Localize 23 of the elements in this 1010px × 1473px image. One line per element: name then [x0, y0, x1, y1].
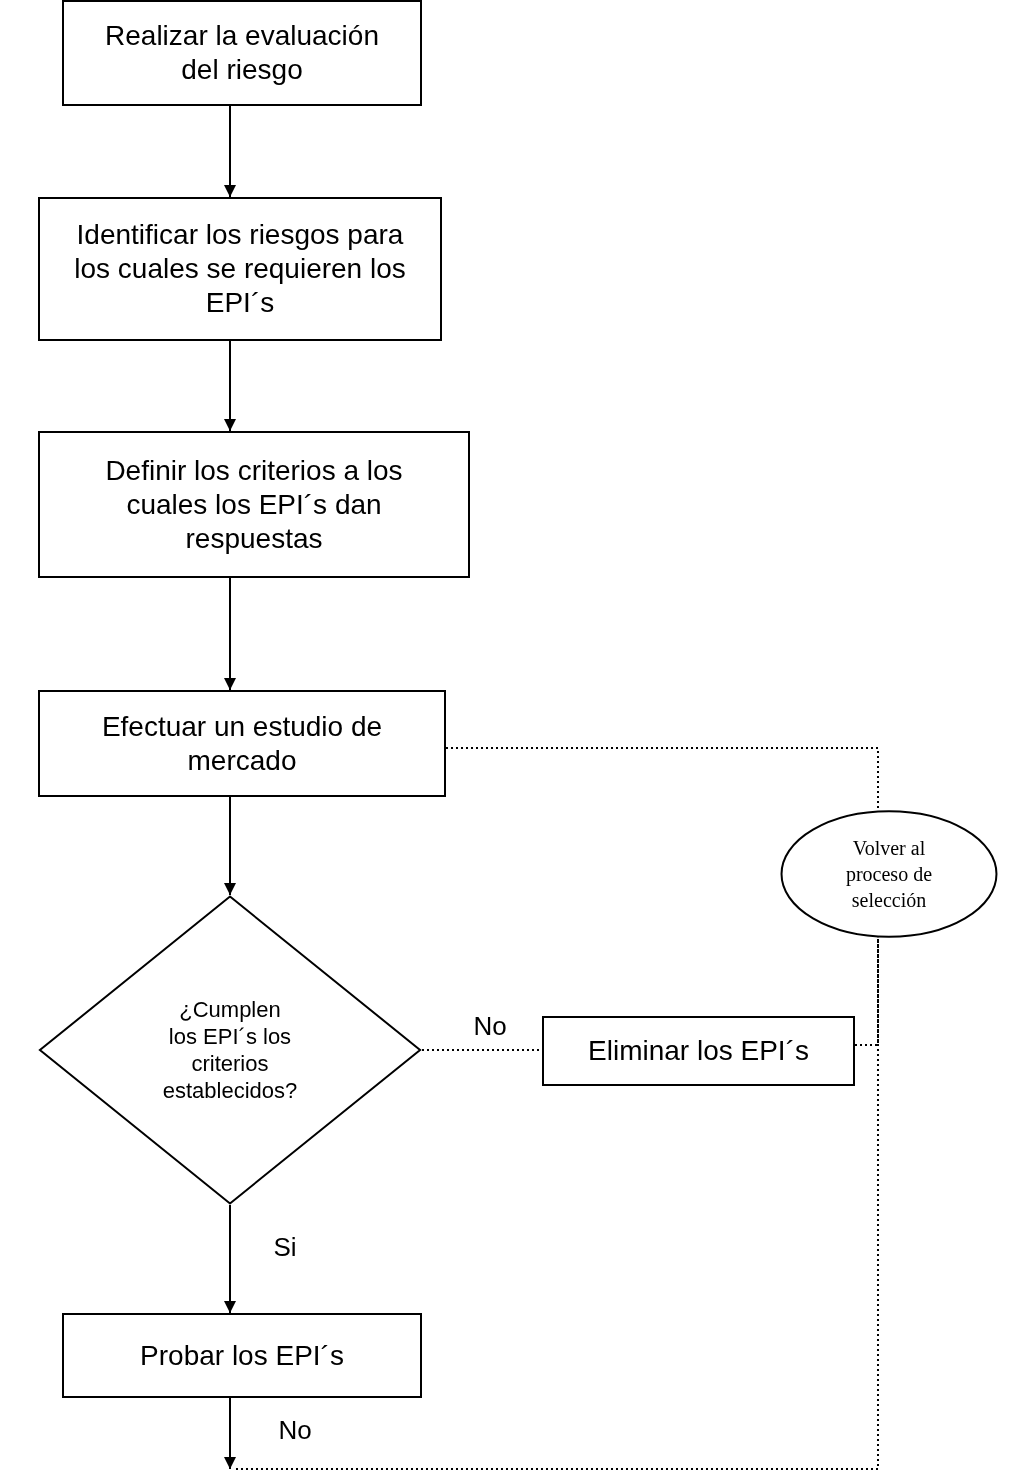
node-text: Volver al proceso de selección: [844, 836, 934, 913]
arrow: [224, 577, 236, 691]
arrow: [224, 105, 236, 198]
terminator-ellipse: [780, 810, 998, 938]
process-box: [542, 1016, 855, 1086]
node-text: Efectuar un estudio de mercado: [100, 709, 384, 778]
process-box: [38, 197, 442, 341]
process-box: [62, 0, 422, 106]
node-text: Probar los EPI´s: [139, 1338, 345, 1373]
node-text: ¿Cumplen los EPI´s los criterios establecidos?: [161, 996, 299, 1104]
arrow: [224, 1397, 236, 1470]
arrow: [224, 340, 236, 432]
arrow: [224, 1204, 236, 1314]
arrow: [224, 796, 236, 896]
dotted-connector: [235, 936, 879, 1470]
decision-diamond: [38, 895, 422, 1205]
process-box: [38, 431, 470, 578]
node-text: Definir los criterios a los cuales los EPI´s dan respuestas: [104, 453, 404, 556]
node-text: Identificar los riesgos para los cuales se requieren los EPI´s: [73, 218, 407, 320]
process-box: [38, 690, 446, 797]
node-text: Eliminar los EPI´s: [587, 1034, 810, 1068]
process-box: [62, 1313, 422, 1398]
node-text: Realizar la evaluación del riesgo: [104, 19, 380, 87]
